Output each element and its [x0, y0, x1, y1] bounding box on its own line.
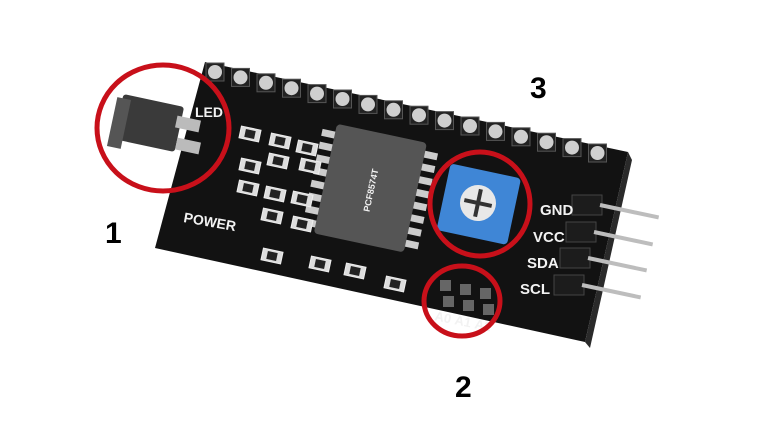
smd-components — [236, 125, 407, 293]
chip-leg — [412, 188, 430, 199]
label-a1: A1 — [453, 312, 472, 330]
smd-body — [349, 266, 361, 276]
pin — [437, 113, 452, 128]
pin — [514, 129, 528, 144]
pin — [463, 119, 477, 133]
side-pin-housing — [571, 194, 603, 216]
address-pad — [460, 284, 471, 295]
label-gnd: GND — [540, 202, 574, 219]
highlight-circle-jumper — [94, 62, 232, 194]
chip-leg — [410, 200, 428, 212]
smd-body — [242, 183, 254, 193]
annotation-2: 2 — [455, 371, 472, 404]
side-pin — [593, 230, 654, 247]
chip-leg — [402, 239, 420, 250]
address-pad — [483, 304, 494, 315]
chip-leg — [318, 141, 336, 152]
smd-body — [244, 129, 256, 139]
address-pad — [480, 288, 491, 299]
chip-leg — [407, 213, 425, 224]
smd-body — [296, 194, 308, 204]
label-vcc: VCC — [533, 229, 565, 246]
address-pad — [440, 280, 451, 291]
label-sda: SDA — [527, 255, 559, 272]
chip-leg — [415, 175, 433, 186]
pin — [310, 86, 324, 101]
pin — [259, 75, 273, 90]
smd-body — [274, 136, 286, 146]
side-pin — [599, 203, 660, 220]
pin — [284, 81, 299, 96]
label-led: LED — [195, 104, 223, 120]
address-pad — [463, 300, 474, 311]
smd-body — [272, 156, 284, 166]
smd-body — [296, 219, 308, 229]
pin — [208, 65, 222, 79]
pin — [233, 70, 248, 85]
potentiometer — [437, 164, 521, 245]
highlight-circle-address-pads — [421, 263, 503, 339]
smd-body — [389, 279, 401, 289]
side-pin — [581, 283, 642, 300]
chip-leg — [420, 150, 439, 161]
jumper — [106, 94, 201, 155]
smd-body — [301, 143, 313, 153]
top-pin-header — [205, 62, 607, 163]
address-jumper-pads — [440, 280, 494, 315]
pin — [412, 108, 426, 123]
pin — [565, 140, 579, 155]
side-pin-header — [553, 194, 660, 300]
chip-leg — [418, 162, 436, 174]
pin — [335, 92, 350, 106]
pcf8574-chip: PCF8574T — [302, 124, 439, 252]
smd-body — [269, 189, 281, 199]
address-pad — [443, 296, 454, 307]
label-scl: SCL — [520, 281, 550, 298]
annotation-1: 1 — [105, 217, 122, 250]
side-pin-housing — [565, 221, 597, 243]
label-a0: A0 — [433, 308, 452, 326]
side-pin-housing — [559, 247, 591, 269]
highlight-circle-potentiometer — [427, 149, 533, 259]
label-a2: A2 — [473, 316, 492, 334]
pin — [539, 135, 554, 150]
chip-leg — [321, 128, 339, 140]
smd-body — [304, 161, 316, 171]
chip-leg — [304, 205, 323, 216]
chip-leg — [404, 226, 422, 237]
side-pin — [587, 256, 648, 273]
smd-body — [266, 251, 278, 261]
pin — [361, 97, 375, 112]
side-pin-housing — [553, 274, 585, 296]
pin — [386, 102, 401, 117]
pin — [590, 146, 605, 160]
smd-body — [314, 259, 326, 269]
smd-body — [244, 161, 256, 171]
chip-leg — [310, 179, 328, 190]
annotation-3: 3 — [530, 72, 547, 105]
pin — [488, 124, 503, 139]
smd-body — [266, 211, 278, 221]
